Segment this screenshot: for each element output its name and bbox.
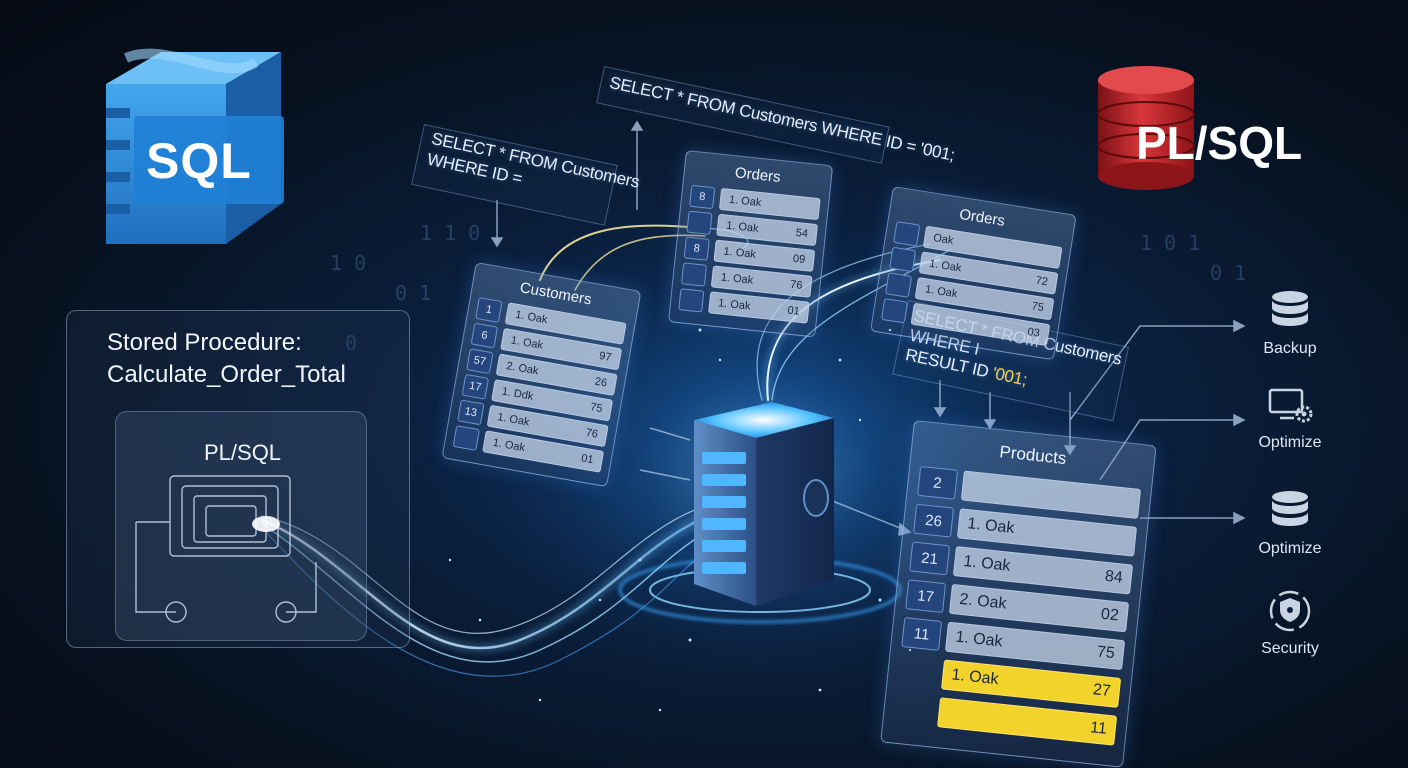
action-label: Backup [1263,340,1317,357]
row-key: 17 [905,579,947,614]
row-key [452,425,481,451]
cell-name: 1. Oak [509,334,544,352]
cell-name: 2. Oak [505,359,540,378]
row-key: 17 [461,373,490,400]
row-key: 26 [913,503,955,538]
procedure-chip-card [115,411,367,641]
action-label: Optimize [1258,434,1322,451]
row-key: 2 [917,465,959,500]
database-icon [1272,291,1308,326]
cell-value: 03 [1026,325,1041,340]
row-key: 8 [683,236,710,261]
cell-name: 1. Oak [720,271,754,287]
svg-text:0: 0 [345,331,357,355]
cell-name: 1. Oak [950,666,1000,689]
action-label: Security [1261,640,1319,657]
optimize-storage-action[interactable]: Optimize [1240,488,1340,558]
row-key: 57 [466,348,494,375]
row-key [893,220,921,247]
svg-text:0 1: 0 1 [395,281,431,305]
row-key [686,210,713,236]
monitor-gear-icon [1268,388,1313,423]
cell-name: 1. Oak [722,245,757,261]
sql-logo-label: SQL [146,133,252,189]
svg-text:1 1 0: 1 1 0 [420,221,480,245]
security-shield-icon [1269,590,1311,632]
database-server-icon [694,402,834,606]
stored-procedure-name: Calculate_Order_Total [107,361,346,388]
cell-name: 1. Oak [491,436,526,455]
row-key: 1 [475,297,503,323]
row-key: 13 [457,399,485,426]
row-key [889,246,917,273]
row-key [880,298,909,324]
optimize-action[interactable]: Optimize [1240,386,1340,452]
table-title: Orders [734,164,782,186]
row-key: 11 [901,617,943,651]
row-key: 6 [470,322,499,349]
cell-value: 75 [1096,643,1116,663]
cell-value: 01 [580,452,595,467]
database-icon [1272,491,1308,526]
cell-value: 09 [792,252,806,267]
cell-name: 1. Oak [514,308,549,327]
stored-procedure-panel: Stored Procedure: Calculate_Order_Total [66,310,410,648]
cell-value: 11 [1089,719,1108,738]
cell-value: 27 [1092,681,1112,701]
plsql-logo-database [1097,66,1195,190]
backup-action[interactable]: Backup [1240,288,1340,358]
stored-procedure-title: Stored Procedure: Calculate_Order_Total [107,327,346,391]
cell-value: 97 [598,349,613,364]
cell-value: 75 [1030,300,1045,315]
cell-value: 75 [589,401,604,416]
cell-name: 1. Oak [728,193,762,210]
svg-text:0 1: 0 1 [1210,261,1246,285]
sql-logo-cube [106,48,284,244]
orders-table-top: Orders 8 1. Oak 1. Oak 54 8 1. Oak 09 1. Oak… [667,150,834,338]
row-key [678,288,705,313]
cell-value: 02 [1100,605,1120,625]
row-key [680,262,708,287]
cell-name: 1. Oak [928,257,963,275]
cell-value: 54 [795,226,809,241]
svg-text:1 0: 1 0 [330,251,366,275]
row-key: 8 [689,184,716,210]
security-action[interactable]: Security [1240,588,1340,658]
svg-text:1 0 1: 1 0 1 [1140,231,1200,255]
cell-name: 1. Ddk [500,385,535,403]
cell-name: Oak [932,232,955,248]
procedure-language-label: PL/SQL [204,440,282,465]
cell-value: 01 [786,304,801,318]
stored-procedure-heading: Stored Procedure: [107,329,302,356]
cell-value: 76 [584,426,599,441]
cell-value: 84 [1104,567,1124,587]
cell-value: 26 [593,375,608,390]
cell-name: 1. Oak [924,283,959,301]
cell-value: 72 [1034,274,1049,289]
plsql-logo-label: PL/SQL [1136,117,1303,169]
action-label: Optimize [1258,540,1322,557]
cell-name: 1. Oak [962,552,1012,575]
cell-name: 1. Oak [966,515,1016,538]
circuit-chip-icon [135,475,317,623]
row-key [884,272,913,298]
cell-name: 1. Oak [717,297,752,313]
cell-name: 1. Oak [954,628,1004,651]
cell-name: 2. Oak [958,590,1008,613]
row-key: 21 [909,541,951,576]
cell-name: 1. Oak [725,219,760,235]
cell-value: 76 [789,278,804,292]
cell-name: 1. Oak [496,411,531,429]
